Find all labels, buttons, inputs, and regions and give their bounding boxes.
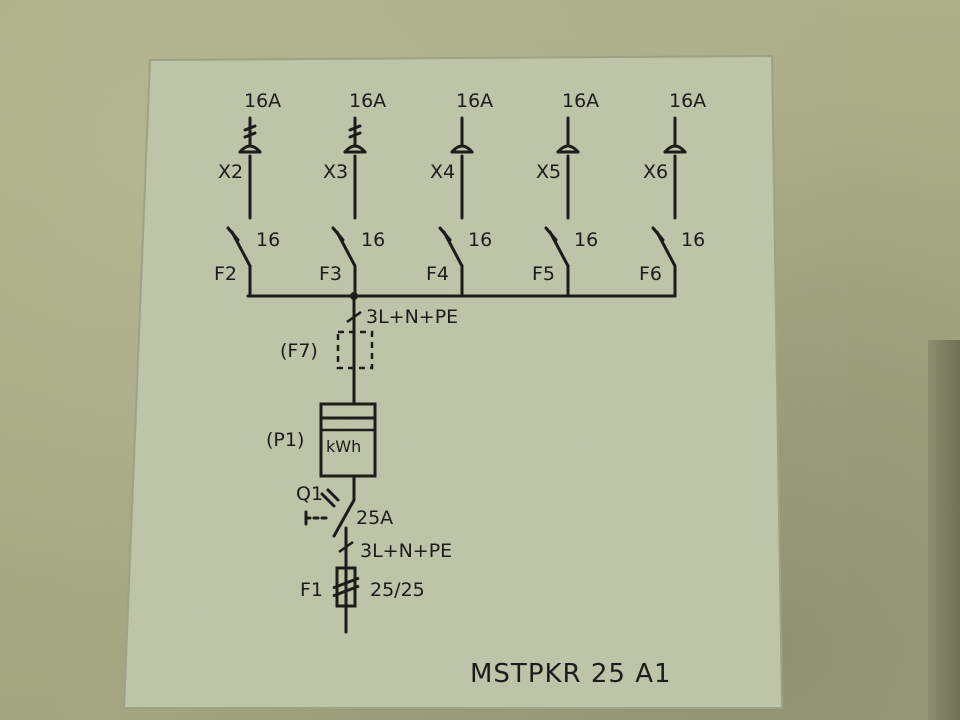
main-switch-symbol	[304, 488, 356, 538]
breaker-label: F5	[532, 263, 555, 285]
breaker-label: F2	[214, 263, 237, 285]
breaker-rating: 16	[256, 229, 280, 251]
fuse-rating: 25/25	[370, 579, 425, 601]
breaker-label: F4	[426, 263, 449, 285]
breaker-rating: 16	[681, 229, 705, 251]
surge-protector-symbol	[336, 330, 374, 370]
main-switch-rating: 25A	[356, 507, 393, 529]
socket-label: X2	[218, 161, 243, 183]
outlet-rating: 16A	[562, 90, 599, 112]
bus-conductor-label: 3L+N+PE	[366, 306, 458, 328]
enclosure-edge	[928, 340, 960, 720]
socket-label: X6	[643, 161, 668, 183]
model-designation: MSTPKR 25 A1	[470, 659, 672, 689]
fuse-symbol	[332, 566, 360, 608]
feed-conductor-label: 3L+N+PE	[360, 540, 452, 562]
breaker-rating: 16	[574, 229, 598, 251]
socket-label: X5	[536, 161, 561, 183]
energy-meter-unit: kWh	[326, 437, 361, 456]
breaker-rating: 16	[468, 229, 492, 251]
breaker-label: F3	[319, 263, 342, 285]
socket-label: X4	[430, 161, 455, 183]
socket-label: X3	[323, 161, 348, 183]
energy-meter-label: (P1)	[266, 429, 304, 451]
outlet-rating: 16A	[669, 90, 706, 112]
breaker-label: F6	[639, 263, 662, 285]
energy-meter-symbol	[319, 402, 377, 478]
fuse-label: F1	[300, 579, 323, 601]
outlet-rating: 16A	[349, 90, 386, 112]
surge-protector-label: (F7)	[280, 340, 318, 362]
main-switch-label: Q1	[296, 483, 323, 505]
outlet-rating: 16A	[456, 90, 493, 112]
breaker-rating: 16	[361, 229, 385, 251]
outlet-rating: 16A	[244, 90, 281, 112]
